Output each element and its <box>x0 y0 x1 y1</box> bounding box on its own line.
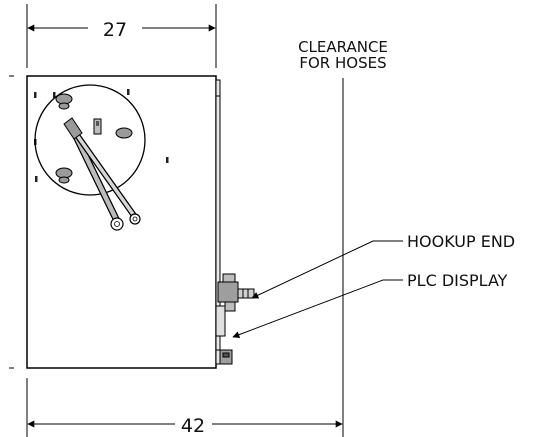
porthole-clamps <box>55 93 133 184</box>
top-dimension-value: 27 <box>103 19 127 41</box>
corner-ticks <box>9 75 14 369</box>
porthole-ring <box>34 84 146 196</box>
hookup-end-leader <box>251 240 403 299</box>
sight-window <box>93 118 102 135</box>
clearance-note-line2: FOR HOSES <box>299 54 386 72</box>
bottom-dimension-value: 42 <box>181 415 205 437</box>
callout-leaders <box>232 240 403 339</box>
plc-display <box>219 349 233 365</box>
hookup-end-fitting <box>215 273 255 337</box>
bottom-dimension <box>26 378 343 437</box>
clearance-note-line1: CLEARANCE <box>298 38 388 56</box>
top-dimension <box>26 4 217 68</box>
plc-display-leader <box>232 279 403 339</box>
lever-arm <box>63 117 141 231</box>
hookup-end-label: HOOKUP END <box>407 232 515 251</box>
cabinet <box>26 75 255 369</box>
cabinet-side-edge <box>215 79 221 365</box>
plc-display-label: PLC DISPLAY <box>407 271 508 290</box>
